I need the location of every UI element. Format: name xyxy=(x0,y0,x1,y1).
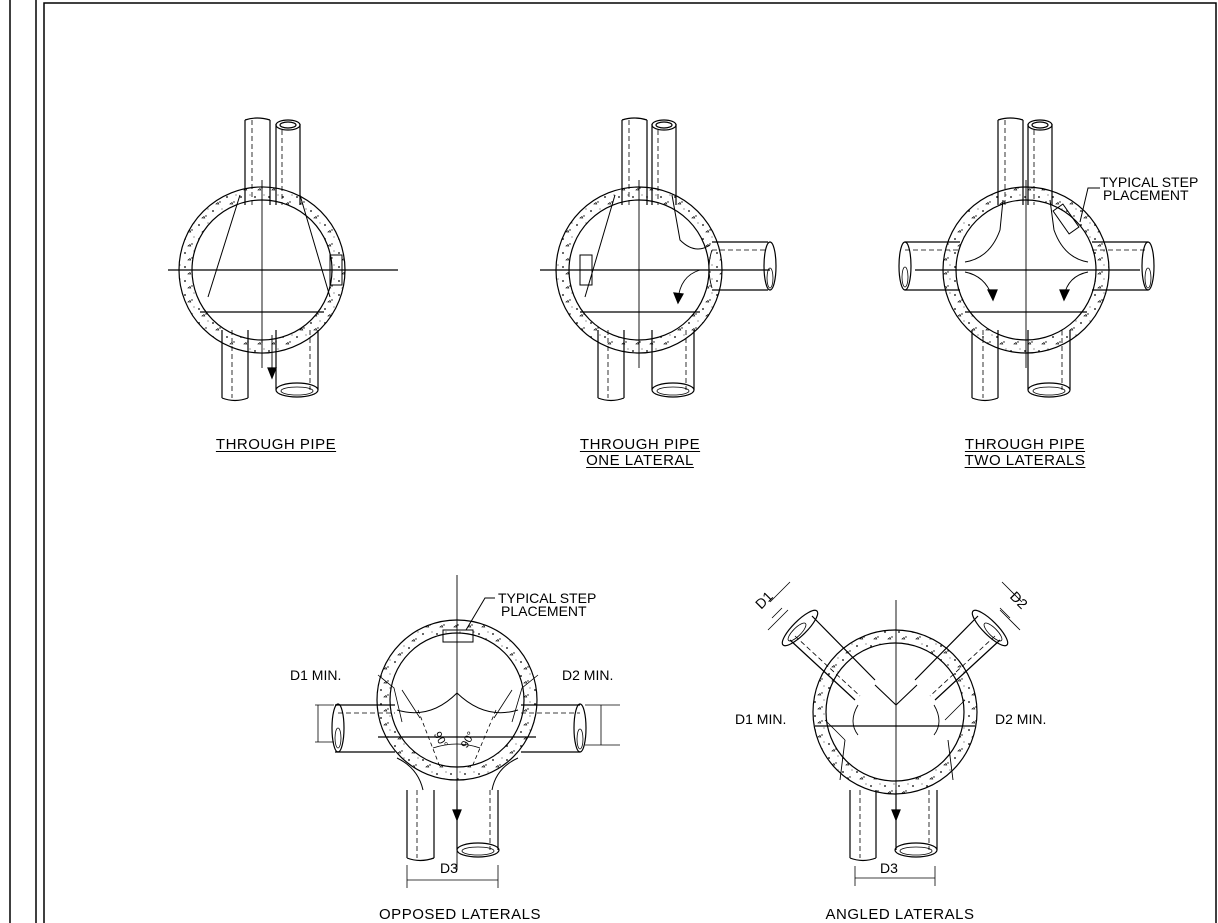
detail-through-pipe xyxy=(168,117,398,402)
caption-through-pipe: THROUGH PIPE xyxy=(215,436,337,453)
sheet-border xyxy=(9,0,1217,923)
d1-min-label-opposed: D1 MIN. xyxy=(290,667,342,683)
d1-min-label-angled: D1 MIN. xyxy=(735,711,787,727)
d3-label-angled: D3 xyxy=(880,860,898,876)
d2-min-label-angled: D2 MIN. xyxy=(995,711,1047,727)
caption-angled-laterals: ANGLED LATERALS xyxy=(825,906,975,923)
step-placement-label-2: TYPICAL STEP PLACEMENT xyxy=(498,590,597,619)
d2-min-label-opposed: D2 MIN. xyxy=(562,667,614,683)
detail-angled-laterals xyxy=(767,581,1023,886)
caption-one-lateral: THROUGH PIPE ONE LATERAL xyxy=(579,436,701,469)
caption-opposed-laterals: OPPOSED LATERALS xyxy=(379,906,541,923)
d3-label-opposed: D3 xyxy=(440,860,458,876)
caption-two-laterals: THROUGH PIPE TWO LATERALS xyxy=(964,436,1086,469)
step-placement-label-1: TYPICAL STEP PLACEMENT xyxy=(1100,174,1199,203)
detail-opposed-laterals xyxy=(315,575,620,888)
detail-one-lateral xyxy=(540,117,777,402)
detail-two-laterals xyxy=(898,117,1155,402)
